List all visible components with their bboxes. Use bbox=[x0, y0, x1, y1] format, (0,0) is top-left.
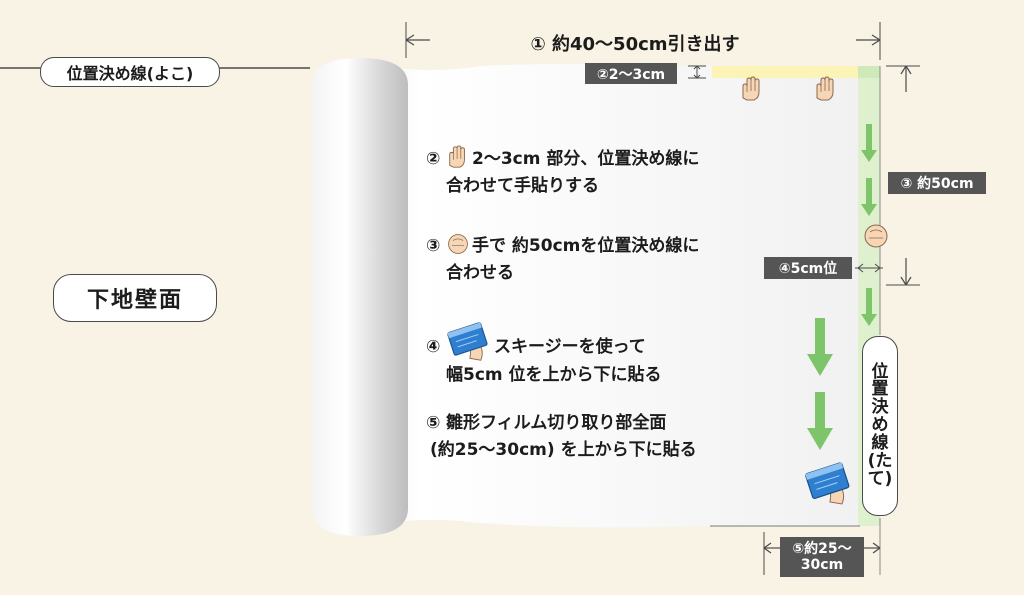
squeegee-icon bbox=[446, 322, 489, 361]
film-roll bbox=[312, 58, 408, 536]
step-3: ③ 手で 約50cmを位置決め線に 合わせる bbox=[426, 232, 699, 287]
vline-char-2: 置 bbox=[871, 379, 889, 400]
vline-char-6: (た bbox=[867, 450, 893, 471]
vline-char-4: め bbox=[871, 415, 889, 436]
vertical-line-label: 位 置 決 め 線 (た て) bbox=[862, 336, 898, 516]
vline-char-3: 決 bbox=[871, 397, 889, 418]
step-5-line1: 雛形フィルム切り取り部全面 bbox=[446, 413, 667, 433]
approx-50cm-label: ③ 約50cm bbox=[888, 172, 986, 194]
hand-icon bbox=[449, 145, 465, 168]
step-2-number: ② bbox=[426, 149, 441, 169]
pull-out-dimension-label: ① 約40〜50cm引き出す bbox=[530, 34, 740, 55]
step-4-line1: スキージーを使って bbox=[494, 337, 646, 357]
hand-pressing-icon bbox=[864, 224, 888, 248]
hand-press-icon bbox=[448, 234, 468, 254]
step-3-number: ③ bbox=[426, 236, 441, 256]
vline-char-5: 線 bbox=[871, 432, 889, 453]
step-5-line2: (約25〜30cm) を上から下に貼る bbox=[430, 440, 697, 461]
bottom-width-line2: 30cm bbox=[800, 557, 844, 573]
bottom-width-line1: ⑤約25〜 bbox=[792, 540, 852, 557]
step-4: ④ スキージーを使って 幅5cm 位を上から下に貼る bbox=[426, 322, 662, 389]
top-adhesive-band bbox=[712, 66, 858, 78]
step-2: ② 2〜3cm 部分、位置決め線に 合わせて手貼りする bbox=[426, 145, 699, 200]
film-sheet bbox=[360, 62, 858, 528]
step-3-line1: 手で 約50cmを位置決め線に bbox=[472, 236, 700, 256]
approx-5cm-label: ④5cm位 bbox=[764, 257, 852, 279]
horizontal-line-label: 位置決め線(よこ) bbox=[40, 57, 220, 87]
bottom-width-label: ⑤約25〜 30cm bbox=[780, 537, 864, 577]
step-4-number: ④ bbox=[426, 337, 441, 357]
vline-char-7: て) bbox=[867, 468, 893, 489]
step-5-number: ⑤ bbox=[426, 413, 441, 433]
step-4-line2: 幅5cm 位を上から下に貼る bbox=[446, 365, 662, 385]
vline-char-1: 位 bbox=[871, 361, 889, 382]
step-2-line1: 2〜3cm 部分、位置決め線に bbox=[472, 149, 700, 169]
top-gap-label: ②2〜3cm bbox=[585, 63, 677, 84]
step-2-line2: 合わせて手貼りする bbox=[446, 176, 599, 197]
wall-surface-label: 下地壁面 bbox=[53, 274, 217, 322]
step-3-line2: 合わせる bbox=[446, 263, 514, 284]
